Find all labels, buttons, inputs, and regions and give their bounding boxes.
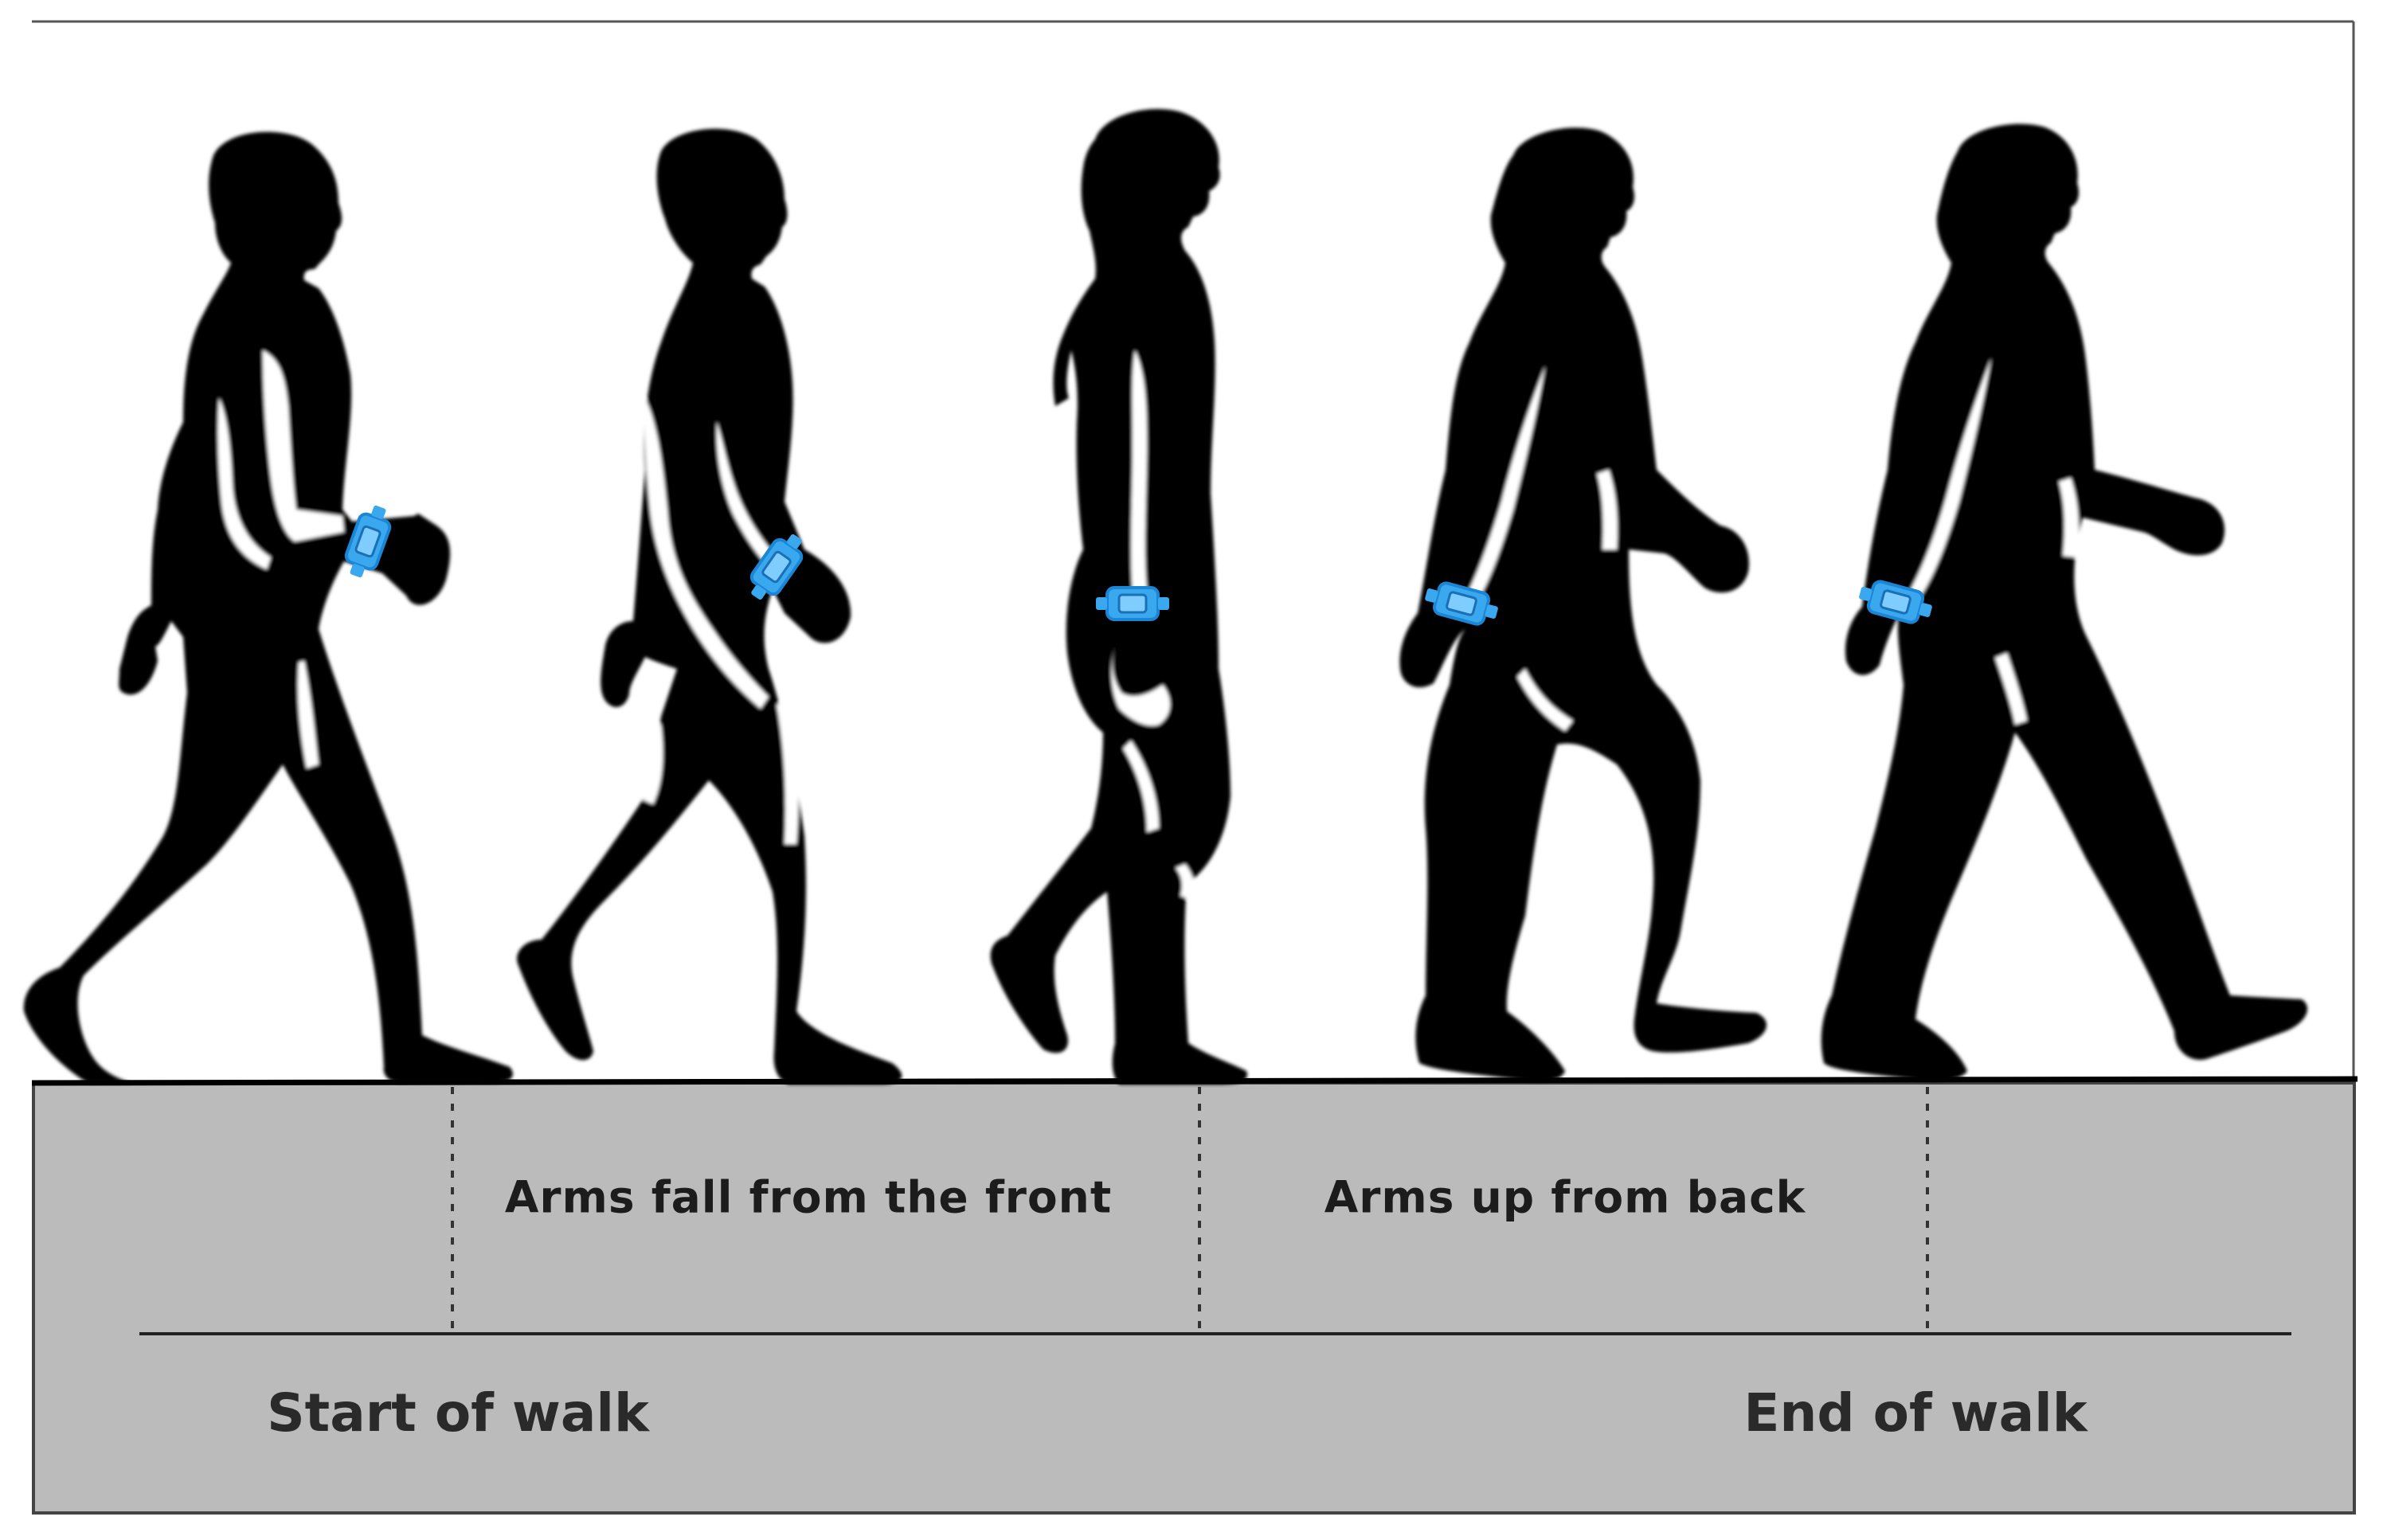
start-of-walk-label: Start of walk — [267, 1382, 649, 1444]
walker-1-silhouette — [23, 131, 513, 1083]
ground-panel — [32, 1081, 2356, 1515]
phase-label-arms-up: Arms up from back — [1324, 1171, 1806, 1223]
walker-4-silhouette — [1399, 127, 1767, 1081]
phase-label-arms-fall: Arms fall from the front — [504, 1171, 1113, 1223]
walker-3-wrist-sensor-icon — [1094, 586, 1171, 621]
walker-2-silhouette — [517, 128, 902, 1085]
end-of-walk-label: End of walk — [1743, 1382, 2088, 1444]
walker-5-silhouette — [1821, 123, 2308, 1081]
